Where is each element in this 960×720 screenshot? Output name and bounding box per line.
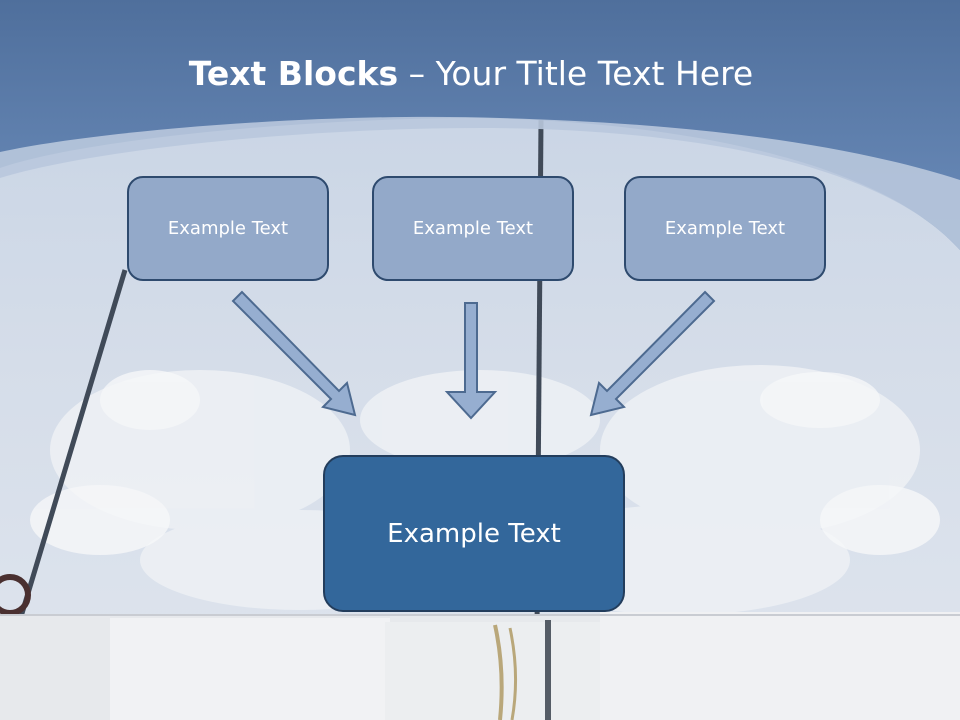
text-block-1[interactable]: Example Text bbox=[127, 176, 329, 281]
title-rest: Your Title Text Here bbox=[435, 54, 754, 93]
text-block-3[interactable]: Example Text bbox=[624, 176, 826, 281]
text-block-2-label: Example Text bbox=[412, 218, 534, 239]
arrow-down-right bbox=[231, 290, 357, 417]
arrow-down bbox=[444, 302, 498, 420]
title-dash: – bbox=[398, 54, 436, 93]
text-block-3-label: Example Text bbox=[664, 218, 786, 239]
title-bold-part: Text Blocks bbox=[188, 54, 399, 93]
arrow-down-left bbox=[589, 290, 716, 417]
slide-title: Text Blocks – Your Title Text Here bbox=[0, 52, 942, 96]
boat-deck bbox=[0, 612, 960, 720]
main-text-block[interactable]: Example Text bbox=[323, 455, 625, 612]
main-text-block-label: Example Text bbox=[387, 518, 561, 549]
header-band bbox=[0, 0, 960, 250]
text-block-1-label: Example Text bbox=[167, 218, 289, 239]
text-block-2[interactable]: Example Text bbox=[372, 176, 574, 281]
